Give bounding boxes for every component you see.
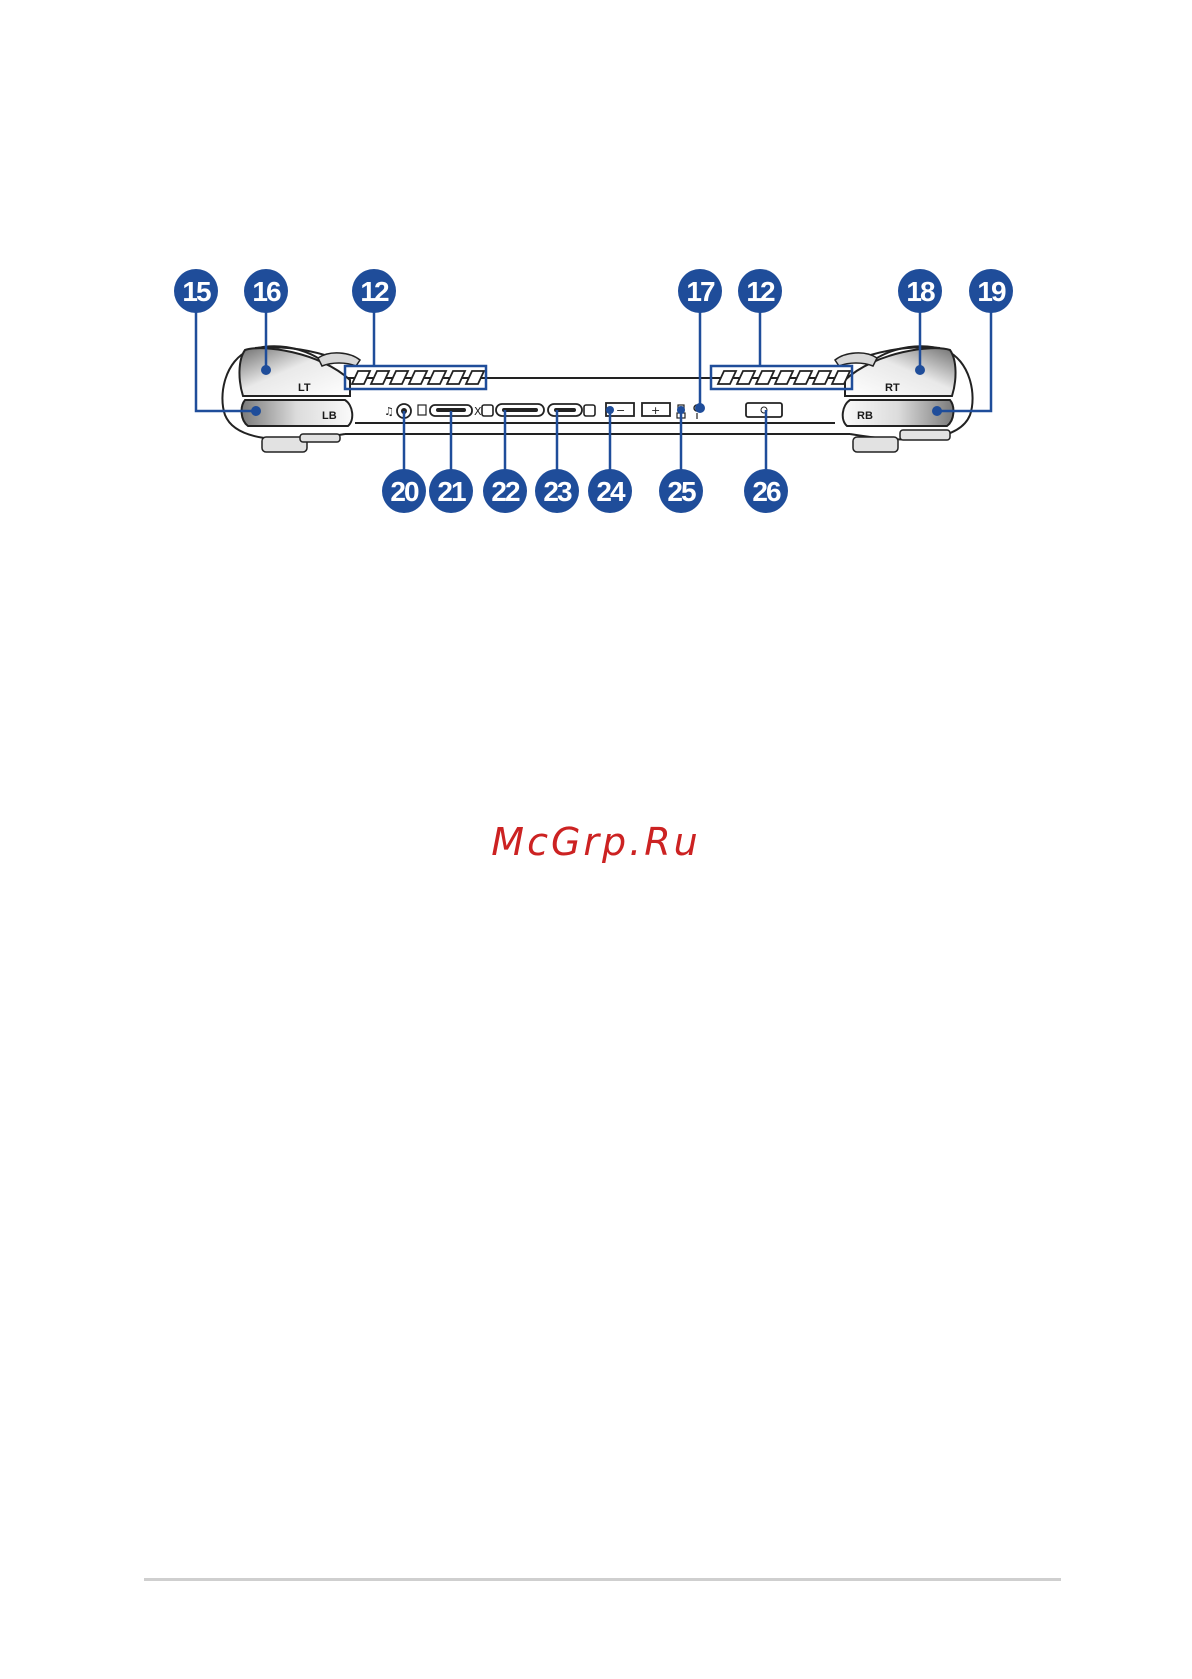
- watermark-text: McGrp.Ru: [0, 820, 1192, 864]
- callout-16: 16: [244, 269, 288, 313]
- rt-label: RT: [885, 382, 900, 394]
- svg-text:18: 18: [906, 276, 935, 307]
- callout-15: 15: [174, 269, 218, 313]
- lb-label: LB: [322, 410, 337, 422]
- right-nub: [835, 353, 877, 366]
- callout-20: 20: [382, 469, 426, 513]
- svg-text:20: 20: [390, 476, 419, 507]
- svg-text:15: 15: [182, 276, 211, 307]
- volume-buttons: − +: [606, 403, 670, 417]
- svg-text:22: 22: [491, 476, 520, 507]
- svg-text:23: 23: [543, 476, 572, 507]
- volume-minus-glyph: −: [616, 404, 625, 417]
- audio-jack: ♫: [384, 404, 411, 418]
- svg-text:12: 12: [746, 276, 775, 307]
- callout-26: 26: [744, 469, 788, 513]
- left-nub: [318, 353, 360, 366]
- xg-mobile-interface: [482, 404, 544, 416]
- callout-22: 22: [483, 469, 527, 513]
- lt-label: LT: [298, 382, 311, 394]
- callout-18: 18: [898, 269, 942, 313]
- volume-plus-glyph: +: [651, 404, 660, 417]
- headphone-mic-icon: ♫: [384, 405, 394, 418]
- left-feet: [262, 434, 340, 452]
- callout-24: 24: [588, 469, 632, 513]
- sd-card-slot: XG: [418, 405, 490, 418]
- callout-12-left: 12: [352, 269, 396, 313]
- svg-text:16: 16: [252, 276, 281, 307]
- svg-text:19: 19: [977, 276, 1006, 307]
- callout-21: 21: [429, 469, 473, 513]
- right-feet: [853, 430, 950, 452]
- callout-23: 23: [535, 469, 579, 513]
- svg-text:24: 24: [596, 476, 626, 507]
- svg-text:17: 17: [686, 276, 715, 307]
- svg-text:26: 26: [752, 476, 781, 507]
- callout-19: 19: [969, 269, 1013, 313]
- svg-text:25: 25: [667, 476, 696, 507]
- callout-12-right: 12: [738, 269, 782, 313]
- sd-card-icon: [418, 405, 426, 415]
- power-button: [746, 403, 782, 417]
- footer-rule: [144, 1578, 1061, 1581]
- callout-17: 17: [678, 269, 722, 313]
- usb-c-port: [548, 404, 595, 416]
- rb-label: RB: [857, 410, 873, 422]
- callout-25: 25: [659, 469, 703, 513]
- svg-text:21: 21: [437, 476, 466, 507]
- svg-text:12: 12: [360, 276, 389, 307]
